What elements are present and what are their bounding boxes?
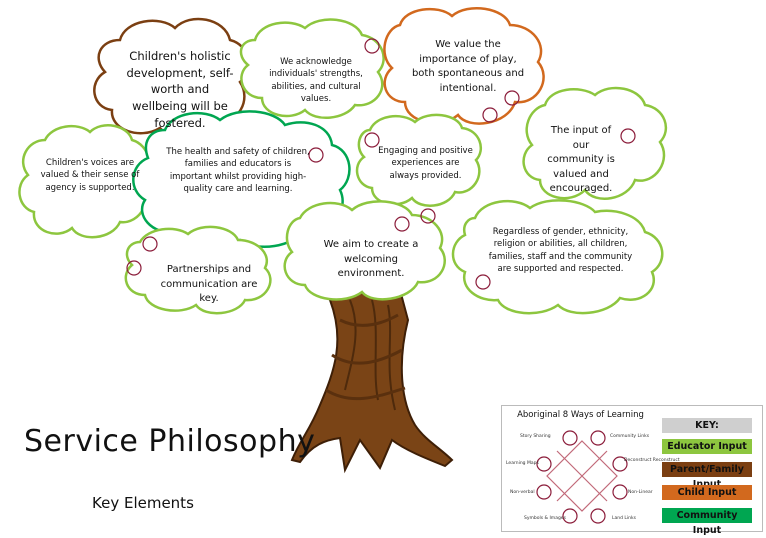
boomerang-icon-partnerships	[126, 260, 142, 276]
bubble-partnerships-text: Partnerships and communication are key.	[160, 264, 258, 304]
bubble-voices-cloud	[18, 124, 151, 239]
page-subtitle: Key Elements	[92, 494, 194, 512]
snake-icon-welcoming	[394, 216, 410, 232]
tree-trunk	[290, 289, 454, 474]
bubble-play-cloud	[383, 7, 545, 125]
key-child: Child Input	[662, 485, 752, 500]
bubble-engaging-cloud	[355, 113, 482, 207]
key-parent-family: Parent/Family Input	[662, 462, 752, 490]
bowtie-icon	[482, 107, 498, 123]
bubble-engaging-text: Engaging and positive experiences are al…	[378, 146, 473, 181]
hand-icon	[504, 90, 520, 106]
bubble-holistic-text: Children's holistic development, self-wo…	[126, 49, 234, 130]
hand-icon-health	[308, 147, 324, 163]
bubble-regardless-cloud	[451, 199, 664, 315]
bubble-play-text: We value the importance of play, both sp…	[411, 39, 525, 94]
community-links-icon	[590, 430, 606, 446]
bubble-community-text: The input of our community is valued and…	[547, 125, 615, 194]
non-verbal-icon	[536, 484, 552, 500]
wheel-title: Aboriginal 8 Ways of Learning	[517, 410, 644, 420]
snake-icon	[364, 132, 380, 148]
spiral-icon-regardless	[475, 274, 491, 290]
eight-ways-wheel	[536, 430, 628, 524]
spiral-icon-voices	[142, 236, 158, 252]
wheel-label: Non-verbal	[510, 490, 535, 495]
bubble-health-text: The health and safety of children, famil…	[166, 147, 310, 194]
symbols-icon	[562, 508, 578, 524]
land-links-icon	[590, 508, 606, 524]
wheel-label: Community Links	[610, 434, 650, 439]
key-title: KEY:	[662, 418, 752, 433]
bubble-acknowledge-cloud	[239, 18, 385, 119]
legend-panel: Aboriginal 8 Ways of Learning Story Shar…	[501, 405, 763, 536]
bubble-regardless-text: Regardless of gender, ethnicity, religio…	[488, 227, 633, 274]
bubble-acknowledge-text: We acknowledge individuals' strengths, a…	[269, 57, 363, 104]
wheel-label: Non-Linear	[628, 490, 653, 495]
page-title: Service Philosophy	[24, 424, 316, 459]
bubble-voices-text: Children's voices are valued & their sen…	[40, 158, 140, 193]
deconstruct-icon	[612, 456, 628, 472]
spiral-icon	[620, 128, 636, 144]
bubble-welcoming-cloud	[283, 200, 446, 301]
wheel-label: Learning Maps	[506, 461, 539, 466]
wheel-label: Land Links	[612, 516, 636, 521]
wheel-label: Deconstruct Reconstruct	[624, 458, 680, 463]
wheel-label: Story Sharing	[520, 434, 551, 439]
wheel-label: Symbols & Images	[524, 516, 566, 521]
boomerang-icon	[364, 38, 380, 54]
key-educator: Educator Input	[662, 439, 752, 454]
bubble-community-cloud	[522, 86, 668, 200]
bubble-partnerships-cloud	[124, 225, 272, 315]
key-community: Community Input	[662, 508, 752, 536]
non-linear-icon	[612, 484, 628, 500]
bubble-welcoming-text: We aim to create a welcoming environment…	[323, 239, 419, 279]
learning-maps-icon	[536, 456, 552, 472]
story-sharing-icon	[562, 430, 578, 446]
boomerang-icon-welcoming	[420, 208, 436, 224]
